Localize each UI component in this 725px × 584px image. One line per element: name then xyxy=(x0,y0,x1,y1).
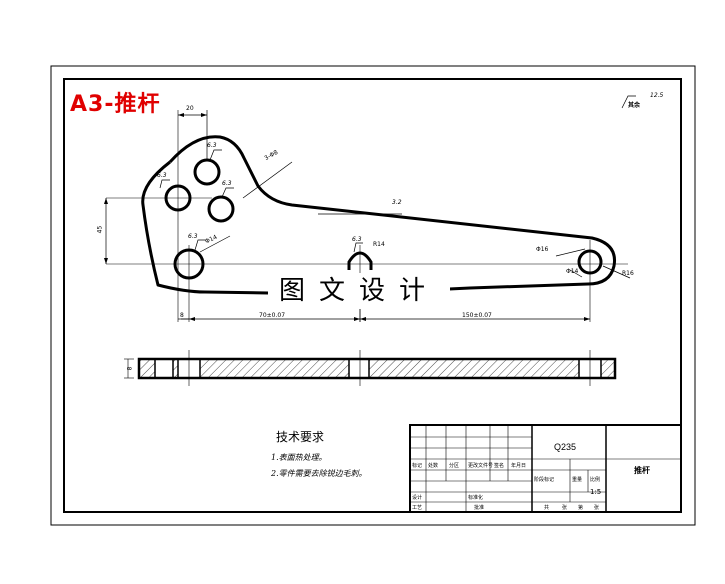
revision-header: 更改文件号 xyxy=(468,463,494,469)
requirements-title: 技术要求 xyxy=(276,430,325,444)
dim-left-height: 45 xyxy=(96,225,104,234)
roughness-mark: 6.3 xyxy=(207,142,217,149)
dim-right-length: 150±0.07 xyxy=(462,312,492,319)
dim-top-width: 20 xyxy=(186,105,194,112)
pivot-hole xyxy=(173,248,205,280)
revision-header: 分区 xyxy=(449,463,460,469)
dim-thickness: 8 xyxy=(126,366,134,371)
revision-header: 标记 xyxy=(412,463,423,469)
approve-label: 批准 xyxy=(474,505,485,511)
standardize-label: 标准化 xyxy=(468,495,484,501)
part-outline xyxy=(168,135,617,292)
center-lines xyxy=(106,110,628,322)
scale-label: 比例 xyxy=(590,477,601,483)
dimension-arrows xyxy=(104,113,590,321)
end-hole xyxy=(577,249,603,275)
dimension-lines xyxy=(105,110,631,322)
hole-note: Φ16 xyxy=(536,246,549,253)
requirement-item: 1.表面热处理。 xyxy=(271,453,327,462)
holes xyxy=(164,158,603,280)
role-label: 工艺 xyxy=(412,505,423,511)
requirement-item: 2.零件需要去除锐边毛刺。 xyxy=(271,469,367,478)
revision-header: 年月日 xyxy=(511,463,527,469)
slot-hole xyxy=(347,251,373,270)
section-view xyxy=(124,350,617,386)
scale-value: 1:5 xyxy=(590,488,602,496)
stage-label: 阶段标记 xyxy=(534,477,555,483)
part-name-label: 推杆 xyxy=(634,466,650,475)
hole-left xyxy=(164,184,192,212)
dim-bottom-offset: 8 xyxy=(180,312,184,319)
watermark-text: 图文设计 xyxy=(268,273,450,309)
roughness-mark: 6.3 xyxy=(157,172,167,179)
roughness-value: 12.5 xyxy=(650,92,664,99)
title-block xyxy=(409,424,682,513)
part-outline-left xyxy=(141,160,269,295)
revision-header: 处数 xyxy=(428,463,439,469)
roughness-mark: 6.3 xyxy=(352,236,362,243)
roughness-mark: 3.2 xyxy=(392,199,402,206)
roughness-leaders xyxy=(159,95,636,253)
hole-right xyxy=(207,195,235,223)
dim-mid-length: 70±0.07 xyxy=(259,312,286,319)
roughness-mark: 6.3 xyxy=(188,233,198,240)
hole-note: R14 xyxy=(373,241,385,248)
hole-note: R16 xyxy=(622,270,634,277)
roughness-mark: 6.3 xyxy=(222,180,232,187)
hole-top xyxy=(193,158,221,186)
sheet-info: 第 xyxy=(578,505,584,511)
role-label: 设计 xyxy=(412,495,423,501)
roughness-note: 其余 xyxy=(628,102,641,109)
outer-border xyxy=(50,65,696,526)
sheet-info: 共 xyxy=(544,505,550,511)
sheet-info: 张 xyxy=(594,505,600,511)
sheet-title: A3-推杆 xyxy=(70,92,161,117)
hole-note: Φ14 xyxy=(566,268,579,275)
weight-label: 重量 xyxy=(572,477,583,483)
material-label: Q235 xyxy=(554,442,577,452)
revision-header: 签名 xyxy=(494,463,505,469)
sheet-info: 张 xyxy=(562,505,568,511)
inner-border xyxy=(63,78,682,513)
